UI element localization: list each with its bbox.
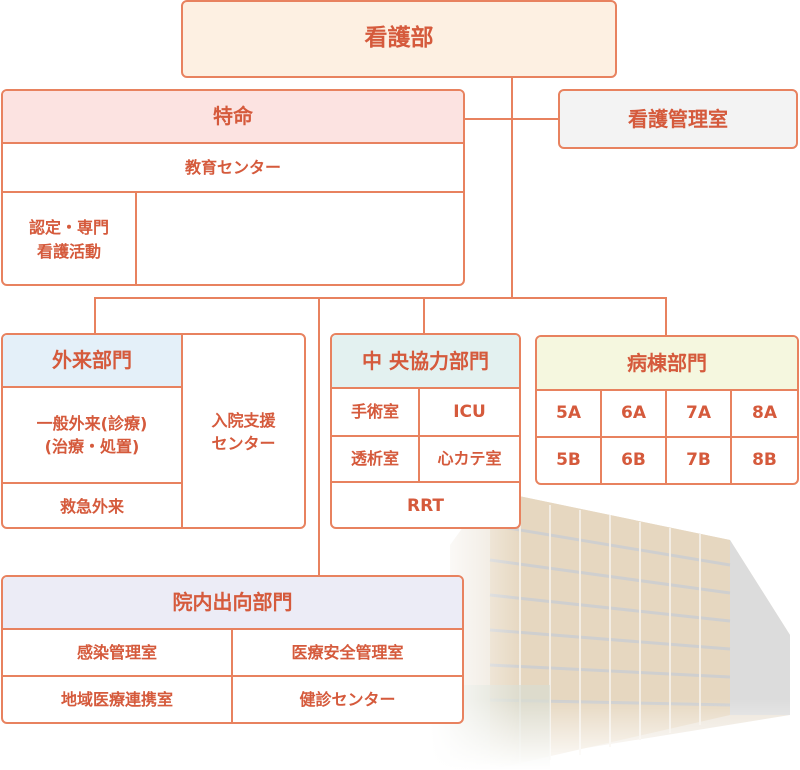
ward-5a-cell: 5A bbox=[537, 391, 602, 438]
medical-safety-cell: 医療安全管理室 bbox=[233, 630, 462, 677]
ward-8b-cell: 8B bbox=[752, 450, 777, 471]
dispatch-department-box: 院内出向部門 感染管理室 医療安全管理室 地域医療連携室 健診センター bbox=[1, 575, 464, 724]
special-assignment-title: 特命 bbox=[3, 91, 463, 144]
outpatient-title: 外来部門 bbox=[3, 335, 183, 388]
central-cooperation-box: 中 央協力部門 手術室 ICU 透析室 心カテ室 RRT bbox=[330, 333, 521, 529]
special-assignment-box: 特命 教育センター 認定・専門 看護活動 bbox=[1, 89, 465, 286]
ward-6b-cell: 6B bbox=[602, 438, 667, 483]
ward-7a-cell: 7A bbox=[667, 391, 732, 438]
connector-dispatch bbox=[318, 297, 320, 577]
ward-5b-cell: 5B bbox=[537, 438, 602, 483]
general-outpatient-line1: 一般外来(診療) bbox=[36, 413, 148, 433]
connector-admin bbox=[463, 118, 560, 120]
certified-nursing-line2: 看護活動 bbox=[36, 241, 101, 261]
connector-horizontal-bus bbox=[94, 297, 667, 299]
regional-cooperation-cell: 地域医療連携室 bbox=[3, 677, 233, 722]
hospital-building-image bbox=[430, 485, 800, 770]
general-outpatient-line2: (治療・処置) bbox=[44, 437, 140, 456]
admission-support-line2: センター bbox=[211, 434, 276, 453]
general-outpatient-cell: 一般外来(診療) (治療・処置) bbox=[3, 388, 183, 484]
education-center-cell: 教育センター bbox=[3, 144, 463, 193]
ward-department-title: 病棟部門 bbox=[537, 337, 797, 391]
admission-support-line1: 入院支援 bbox=[211, 410, 276, 430]
certified-nursing-cell: 認定・専門 看護活動 bbox=[3, 193, 137, 284]
connector-top-trunk bbox=[511, 78, 513, 298]
health-checkup-cell: 健診センター bbox=[299, 689, 396, 709]
surgery-room-cell: 手術室 bbox=[332, 389, 420, 437]
ward-8a-cell: 8A bbox=[732, 391, 797, 438]
cardiac-cath-room-cell: 心カテ室 bbox=[420, 437, 519, 483]
connector-outpatient bbox=[94, 297, 96, 335]
certified-nursing-line1: 認定・専門 bbox=[28, 218, 109, 238]
central-cooperation-title: 中 央協力部門 bbox=[332, 335, 519, 389]
ward-7b-cell: 7B bbox=[667, 438, 732, 483]
ward-department-box: 病棟部門 5A 6A 7A 8A 5B 6B 7B 8B bbox=[535, 335, 799, 485]
nursing-department-box: 看護部 bbox=[181, 0, 617, 78]
nursing-management-title: 看護管理室 bbox=[628, 106, 728, 131]
nursing-department-title: 看護部 bbox=[364, 25, 434, 52]
dialysis-room-cell: 透析室 bbox=[332, 437, 420, 483]
emergency-outpatient-cell: 救急外来 bbox=[3, 484, 183, 527]
outpatient-department-box: 外来部門 一般外来(診療) (治療・処置) 救急外来 入院支援 センター bbox=[1, 333, 306, 529]
connector-central bbox=[423, 297, 425, 335]
admission-support-cell: 入院支援 センター bbox=[183, 335, 304, 527]
dispatch-department-title: 院内出向部門 bbox=[3, 577, 462, 630]
nursing-management-box: 看護管理室 bbox=[558, 89, 798, 149]
connector-wards bbox=[665, 297, 667, 335]
ward-6a-cell: 6A bbox=[602, 391, 667, 438]
icu-cell: ICU bbox=[420, 389, 519, 437]
rrt-cell: RRT bbox=[406, 495, 444, 516]
infection-control-cell: 感染管理室 bbox=[3, 630, 233, 677]
